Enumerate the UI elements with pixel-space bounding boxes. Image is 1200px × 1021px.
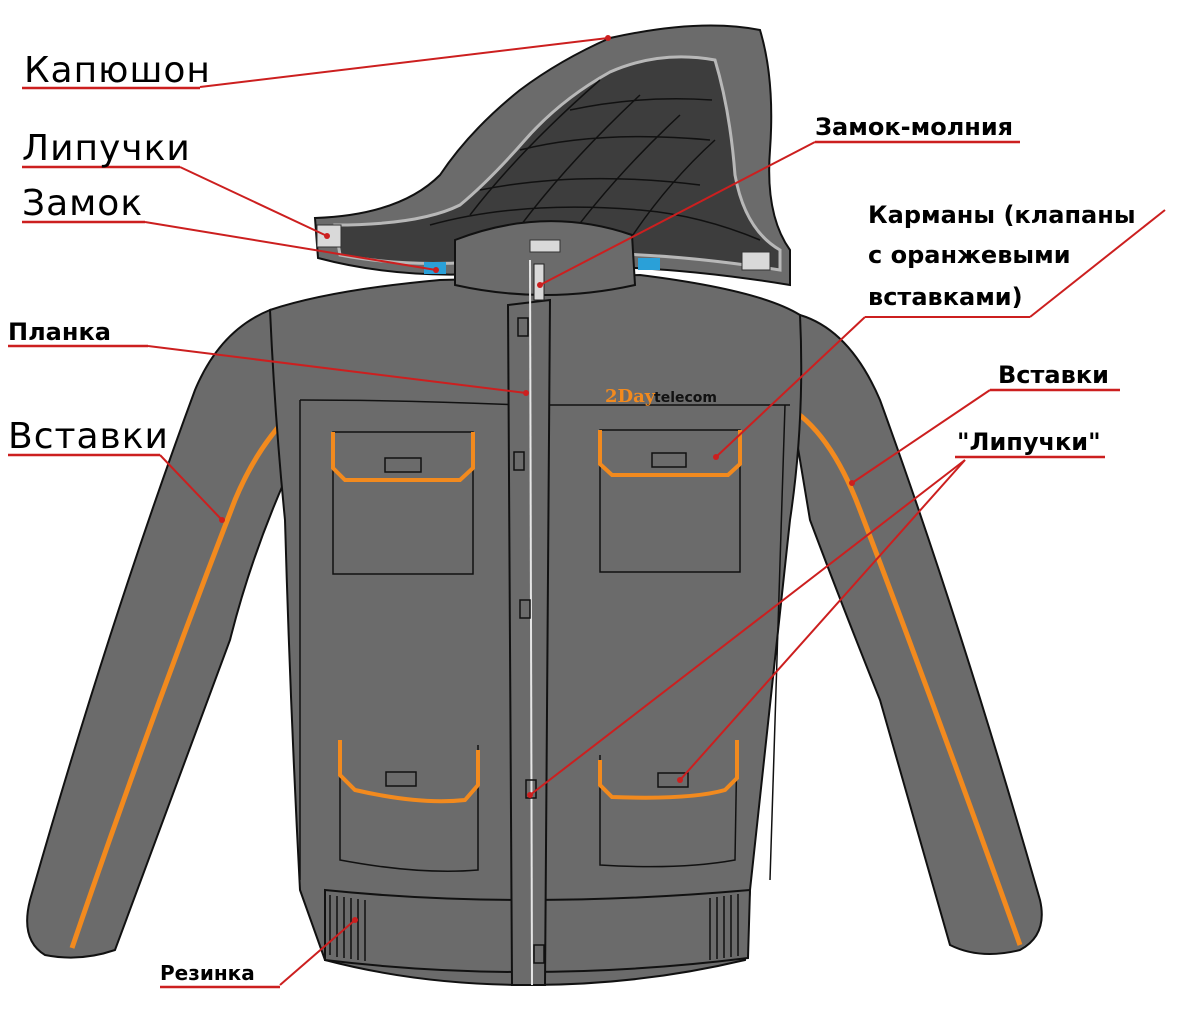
- label-inserts-right: Вставки: [998, 361, 1109, 389]
- label-hood: Капюшон: [24, 50, 211, 91]
- left-sleeve: [26, 308, 302, 959]
- brand-logo: 2Day telecom: [605, 386, 717, 407]
- right-sleeve: [783, 313, 1043, 955]
- snap-right-icon: [638, 258, 660, 270]
- zipper-line: [529, 259, 533, 986]
- lower-pocket-right: [598, 739, 739, 868]
- label-pockets-line-2: с оранжевыми: [868, 241, 1071, 269]
- velcro-patch-right-icon: [741, 251, 771, 271]
- placket-snaps: [513, 317, 545, 964]
- label-zipper: Замок-молния: [815, 113, 1013, 141]
- collar: [454, 220, 637, 296]
- label-velcro-right: "Липучки": [957, 428, 1101, 456]
- placket: [506, 259, 552, 986]
- logo-part-1: 2Day: [605, 386, 656, 407]
- right-sleeve-insert: [783, 402, 1023, 946]
- hood: [313, 24, 791, 287]
- logo-part-2: telecom: [654, 390, 717, 406]
- label-lock: Замок: [22, 183, 143, 224]
- label-velcro-left: Липучки: [22, 128, 191, 169]
- leader-dots: [219, 35, 855, 923]
- label-pockets-line-1: Карманы (клапаны: [868, 201, 1136, 229]
- label-elastic: Резинка: [160, 961, 255, 985]
- zipper-pull-icon: [533, 263, 545, 301]
- label-placket: Планка: [8, 318, 111, 346]
- lower-pocket-left: [338, 740, 480, 872]
- left-sleeve-insert: [69, 403, 302, 949]
- chest-pocket-right: [598, 429, 742, 573]
- leader-lines: [144, 37, 1166, 986]
- chest-pocket-left: [331, 431, 475, 575]
- label-inserts-left: Вставки: [8, 416, 169, 457]
- hood-quilting: [429, 79, 761, 256]
- collar-tag: [529, 239, 561, 253]
- label-underlines: [8, 86, 1120, 989]
- label-pockets-line-3: вставками): [868, 283, 1023, 311]
